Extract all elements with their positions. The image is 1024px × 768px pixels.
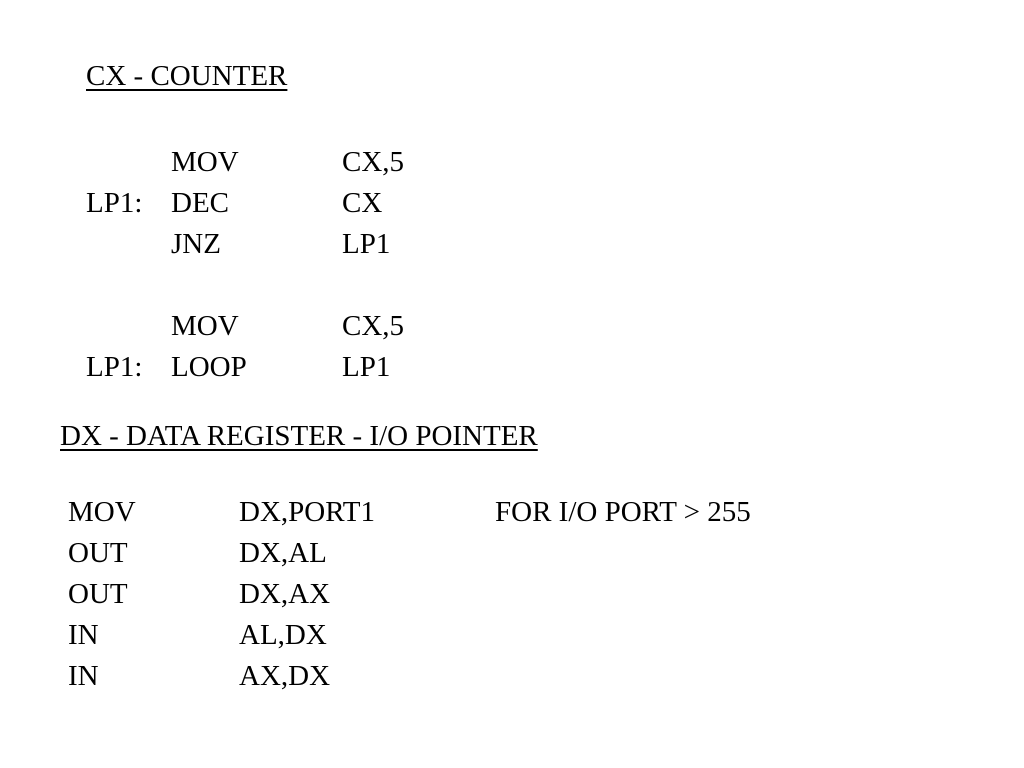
code-comment: FOR I/O PORT > 255 <box>495 496 751 528</box>
code-opcode: DEC <box>171 187 229 219</box>
code-opcode: OUT <box>68 578 128 610</box>
code-opcode: IN <box>68 619 99 651</box>
code-operand: LP1 <box>342 351 391 383</box>
code-opcode: OUT <box>68 537 128 569</box>
code-opcode: IN <box>68 660 99 692</box>
code-operand: CX,5 <box>342 310 405 342</box>
code-label: LP1: <box>86 351 143 383</box>
code-operand: DX,AX <box>239 578 331 610</box>
code-opcode: JNZ <box>171 228 221 260</box>
code-operand: DX,PORT1 <box>239 496 376 528</box>
code-opcode: LOOP <box>171 351 247 383</box>
code-opcode: MOV <box>171 146 239 178</box>
code-operand: CX <box>342 187 383 219</box>
cx-counter-heading: CX - COUNTER <box>86 60 288 92</box>
code-operand: DX,AL <box>239 537 327 569</box>
code-operand: CX,5 <box>342 146 405 178</box>
code-operand: LP1 <box>342 228 391 260</box>
code-label: LP1: <box>86 187 143 219</box>
code-opcode: MOV <box>68 496 136 528</box>
dx-data-register-heading: DX - DATA REGISTER - I/O POINTER <box>60 420 538 452</box>
code-opcode: MOV <box>171 310 239 342</box>
code-operand: AX,DX <box>239 660 331 692</box>
code-operand: AL,DX <box>239 619 327 651</box>
